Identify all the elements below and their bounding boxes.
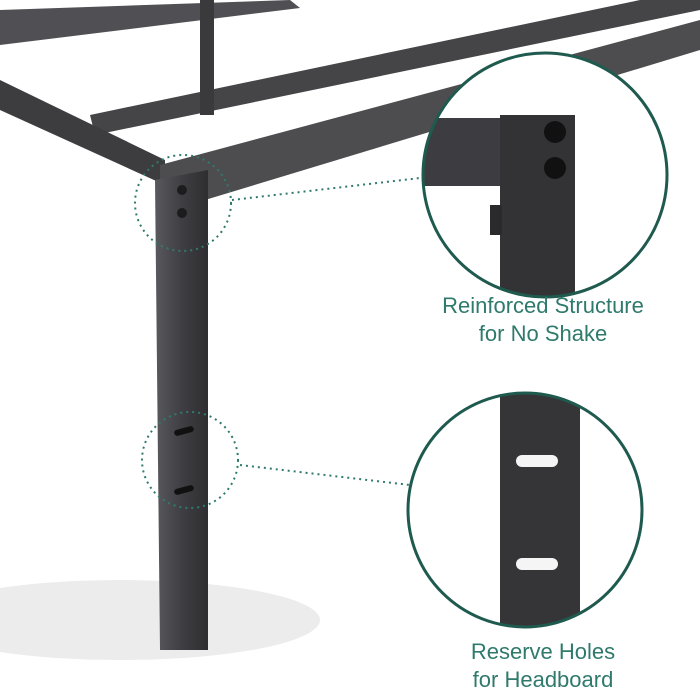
bed-leg (155, 170, 208, 650)
caption-reserve-holes: Reserve Holes for Headboard (413, 638, 673, 694)
caption-line: for No Shake (478, 321, 608, 346)
caption-line: Reserve Holes (470, 639, 616, 664)
caption-reinforced-structure: Reinforced Structure for No Shake (413, 292, 673, 348)
callout-markers (134, 154, 421, 509)
caption-line: Reinforced Structure (442, 293, 644, 318)
caption-line: for Headboard (472, 667, 614, 692)
zoom-detail-joint (423, 53, 667, 297)
zoom-detail-holes (408, 393, 642, 627)
zoom-circle-bottom (406, 391, 644, 629)
zoom-circle-top (421, 51, 669, 299)
